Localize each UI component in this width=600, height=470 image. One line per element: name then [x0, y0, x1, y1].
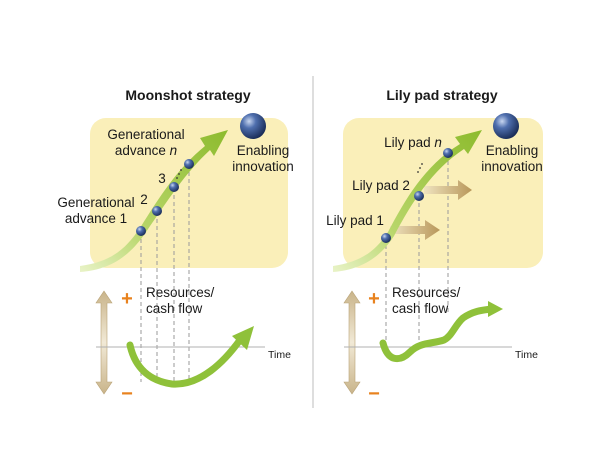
moonshot-time-label: Time: [268, 349, 291, 361]
label-enabling-innovation-right-line1: Enabling: [486, 143, 539, 158]
label-gen-advance-1-line2: advance 1: [65, 211, 127, 226]
label-gen-advance-n-line2: advance n: [115, 143, 177, 158]
moonshot-plus-sign: +: [121, 288, 133, 310]
lilypad-goal-sphere: [493, 113, 519, 139]
moonshot-goal-sphere: [240, 113, 266, 139]
lilypad-resources-label-line2: cash flow: [392, 301, 449, 316]
label-gen-advance-2: 2: [140, 192, 148, 207]
lilypad-cash-flow-curve: [379, 305, 496, 363]
moonshot-cash-flow-arrowhead: [232, 326, 254, 350]
label-gen-advance-n-line1: Generational: [107, 127, 184, 142]
lilypad-progress-arrow: [333, 130, 482, 272]
label-enabling-innovation-line2: innovation: [232, 159, 294, 174]
lilypad-side-arrows: [390, 180, 472, 240]
moonshot-point-3: [169, 182, 179, 192]
lilypad-point-1: [381, 233, 391, 243]
moonshot-point-1: [136, 226, 146, 236]
lilypad-drop-lines: [385, 154, 449, 340]
moonshot-resource-axis-arrow: [95, 290, 113, 395]
moonshot-resources-label-line1: Resources/: [146, 285, 215, 300]
label-enabling-innovation-right-line2: innovation: [481, 159, 543, 174]
lilypad-resources-label-line1: Resources/: [392, 285, 461, 300]
lilypad-point-n: [443, 148, 453, 158]
lilypad-plus-sign: +: [368, 288, 380, 310]
moonshot-resources-label-line2: cash flow: [146, 301, 203, 316]
moonshot-point-2: [152, 206, 162, 216]
lilypad-point-2: [414, 191, 424, 201]
lilypad-side-arrow-1: [390, 220, 440, 240]
label-lily-pad-n: Lily pad n: [384, 135, 442, 150]
moonshot-minus-sign: −: [121, 383, 133, 405]
label-gen-advance-3: 3: [158, 171, 166, 186]
moonshot-point-n: [184, 159, 194, 169]
moonshot-panel: Moonshot strategy Generational advance 1…: [57, 87, 293, 405]
moonshot-drop-lines: [140, 165, 190, 382]
label-lily-pad-2: Lily pad 2: [352, 178, 410, 193]
lilypad-title: Lily pad strategy: [386, 87, 497, 103]
lilypad-cash-flow-arrowhead: [488, 301, 503, 317]
lilypad-minus-sign: −: [368, 383, 380, 405]
label-lily-pad-1: Lily pad 1: [326, 213, 384, 228]
moonshot-cash-flow-curve: [126, 336, 244, 388]
lilypad-panel: Lily pad strategy Lily pad 1 Lily pad 2 …: [326, 87, 543, 405]
lilypad-resource-axis-arrow: [343, 290, 361, 395]
lilypad-ellipsis: [417, 163, 423, 173]
lilypad-time-label: Time: [515, 349, 538, 361]
label-gen-advance-1-line1: Generational: [57, 195, 134, 210]
moonshot-title: Moonshot strategy: [125, 87, 250, 103]
moonshot-ellipsis: [176, 169, 182, 179]
label-enabling-innovation-line1: Enabling: [237, 143, 290, 158]
lilypad-side-arrow-2: [424, 180, 472, 200]
